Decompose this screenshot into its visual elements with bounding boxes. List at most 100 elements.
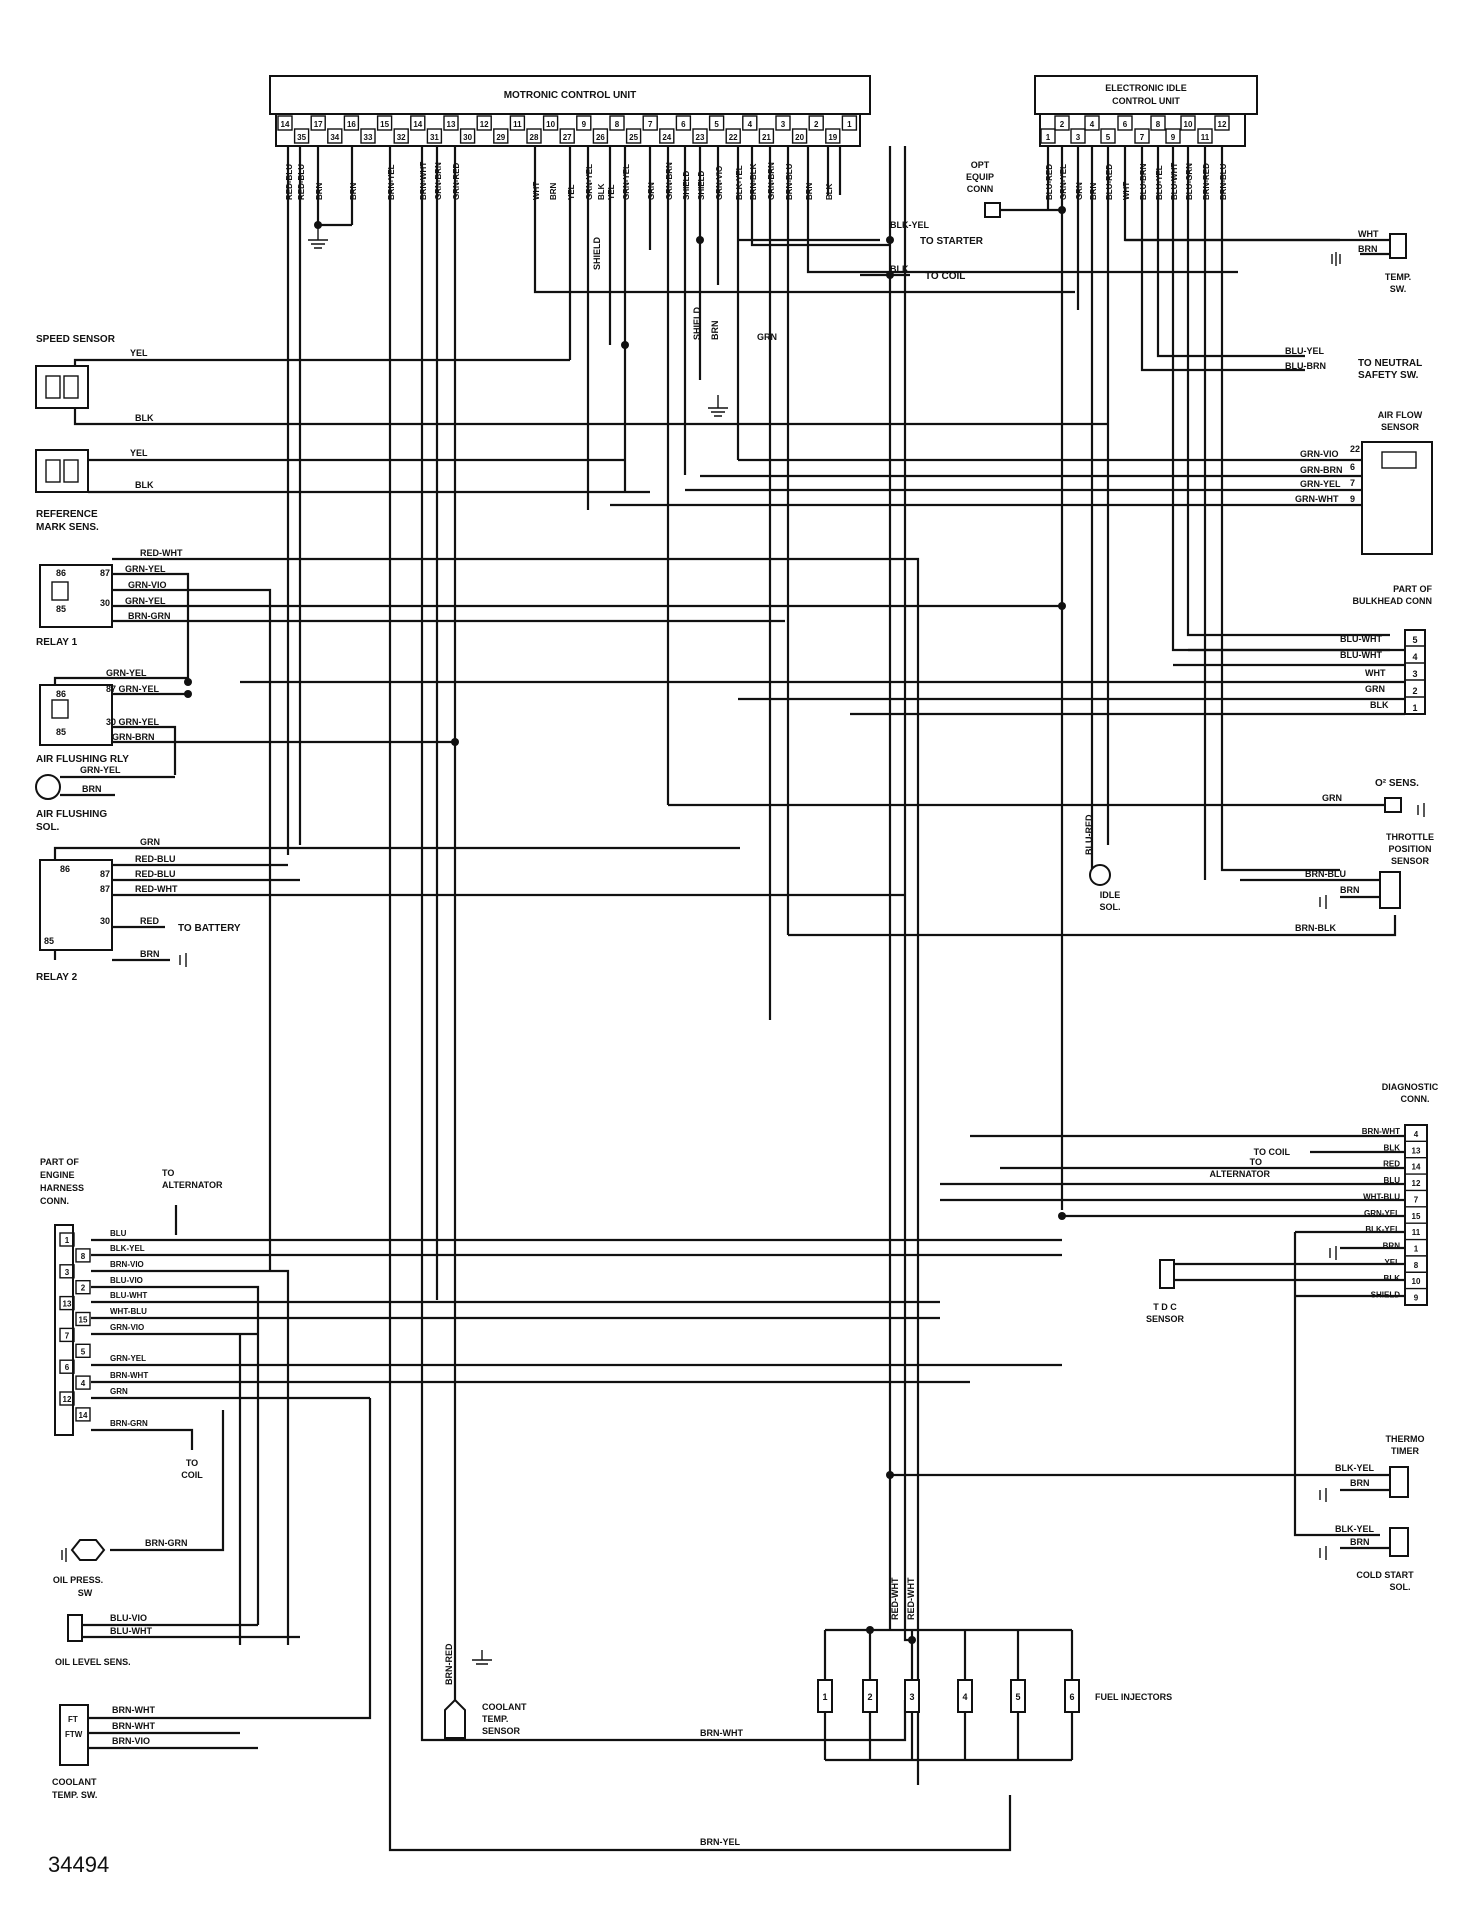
- speed-yel: YEL: [130, 348, 148, 358]
- opt-equip-label-2: EQUIP: [966, 172, 994, 182]
- idle-pin-box: [1040, 128, 1056, 144]
- ecu-pin-number: 8: [615, 120, 620, 129]
- temp-sw-wht: WHT: [1358, 229, 1379, 239]
- ecu-pin-number: 16: [347, 120, 356, 129]
- ecu-pin-number: 33: [364, 133, 373, 142]
- thermo-timer: THERMO TIMER BLK-YEL BRN: [890, 1434, 1425, 1498]
- thermo-label-2: TIMER: [1391, 1446, 1419, 1456]
- diag-pin-number: 11: [1412, 1228, 1421, 1237]
- idle-wire-label: BLU-RED: [1045, 164, 1054, 200]
- ecu-wire-label: SHIELD: [697, 170, 706, 200]
- relay1-wire-3: GRN-VIO: [128, 580, 167, 590]
- bulkhead-wire-4: GRN: [1365, 684, 1385, 694]
- relay1-label: RELAY 1: [36, 637, 78, 648]
- ecu-pin-number: 24: [662, 133, 671, 142]
- shield-label-2: SHIELD: [692, 306, 702, 340]
- ecu-pin-number: 2: [814, 120, 819, 129]
- air-flow-pin-3: 7: [1350, 478, 1355, 488]
- relay1-wire-2: GRN-YEL: [125, 564, 166, 574]
- idle-pin-box: [1070, 128, 1086, 144]
- bulkhead-wire-3: WHT: [1365, 668, 1386, 678]
- air-flow-sensor: AIR FLOW SENSOR GRN-VIO GRN-BRN GRN-YEL …: [610, 410, 1433, 555]
- temp-sw-label-2: SW.: [1390, 284, 1407, 294]
- relay2-wire-4: RED-WHT: [135, 884, 178, 894]
- harness-wire-label: WHT-BLU: [110, 1307, 147, 1316]
- diag-wire-label: GRN-YEL: [1364, 1209, 1400, 1218]
- ecu-pin-box: [592, 128, 609, 144]
- oil-level-sensor: BLU-VIO BLU-WHT OIL LEVEL SENS.: [55, 1613, 300, 1667]
- ecu-pin-number: 10: [546, 120, 555, 129]
- idle-pin-number: 7: [1140, 133, 1145, 142]
- bulkhead-pin-4: 4: [1412, 652, 1417, 662]
- brn-mid-label: BRN: [710, 321, 720, 341]
- ecu-pin-number: 31: [430, 133, 439, 142]
- cold-start-label-2: SOL.: [1389, 1582, 1410, 1592]
- ecu-pin-number: 1: [847, 120, 852, 129]
- o2-wire: GRN: [1322, 793, 1342, 803]
- idle-pin-number: 4: [1090, 120, 1095, 129]
- bulkhead-pin-5: 5: [1412, 635, 1417, 645]
- ecu-pin-box: [841, 115, 858, 131]
- ecu-pin-box: [443, 115, 459, 131]
- speed-sensor: SPEED SENSOR YEL BLK: [35, 334, 1108, 426]
- tdc-sensor: T D C SENSOR: [1146, 1259, 1185, 1324]
- ecu-pin-number: 4: [748, 120, 753, 129]
- diagnostic-rows: 4BRN-WHT13BLK14RED12BLU7WHT-BLU15GRN-YEL…: [1362, 1127, 1427, 1303]
- harness-pin-number: 1: [65, 1236, 70, 1245]
- idle-pin-number: 10: [1184, 120, 1193, 129]
- afr-wire-3: 30 GRN-YEL: [106, 717, 160, 727]
- harness-label-3: HARNESS: [40, 1183, 84, 1193]
- ecu-wire-label: BLK-YEL: [735, 165, 744, 200]
- engine-harness-connector: PART OF ENGINE HARNESS CONN. TO ALTERNAT…: [40, 1157, 1062, 1645]
- harness-pin-number: 14: [79, 1411, 88, 1420]
- ecu-pin-box: [659, 128, 675, 144]
- relay2-label: RELAY 2: [36, 972, 78, 983]
- harness-wire-label: BLU-WHT: [110, 1291, 147, 1300]
- ecu-pin-number: 20: [795, 133, 804, 142]
- ecu-pin-number: 34: [330, 133, 339, 142]
- injector-number: 2: [867, 1692, 872, 1702]
- harness-pin-box: [75, 1375, 91, 1390]
- idle-pin-box: [1084, 115, 1100, 131]
- idle-wire-label: GRN: [1075, 182, 1084, 200]
- tps-label-1: THROTTLE: [1386, 832, 1434, 842]
- motronic-control-unit: MOTRONIC CONTROL UNIT 143517341633153214…: [269, 75, 871, 200]
- ecu-pin-number: 27: [563, 133, 572, 142]
- oil-level-wire-2: BLU-WHT: [110, 1626, 152, 1636]
- diagnostic-connector: DIAGNOSTIC CONN. 4BRN-WHT13BLK14RED12BLU…: [940, 1082, 1439, 1537]
- o2-sensor: GRN O² SENS.: [668, 778, 1419, 813]
- relay1-wire-1: RED-WHT: [140, 548, 183, 558]
- ecu-pin-number: 14: [413, 120, 422, 129]
- ecu-wire-label: BLK: [597, 183, 606, 200]
- ecu-pin-box: [559, 128, 575, 144]
- reference-mark-sensor: YEL BLK REFERENCE MARK SENS.: [35, 448, 650, 533]
- bulkhead-label-1: PART OF: [1393, 584, 1432, 594]
- ecu-wire-label: GRN-YEL: [585, 164, 594, 200]
- diag-pin-number: 4: [1414, 1130, 1419, 1139]
- ecu-pin-box: [343, 115, 360, 131]
- harness-pin-box: [75, 1311, 91, 1327]
- cts-wire-3: BRN-VIO: [112, 1736, 150, 1746]
- figure-number: 34494: [48, 1852, 110, 1877]
- to-starter-label: TO STARTER: [920, 236, 984, 247]
- idle-sol-blu-red: BLU-RED: [1084, 814, 1094, 855]
- idle-pin-number: 2: [1060, 120, 1065, 129]
- idle-pin-number: 1: [1046, 133, 1051, 142]
- idle-pin-number: 12: [1218, 120, 1227, 129]
- afs-wire-2: BRN: [82, 784, 102, 794]
- harness-rows: 1832131575641214BLUBLK-YELBRN-VIOBLU-VIO…: [59, 1229, 148, 1428]
- harness-pin-box: [75, 1407, 91, 1422]
- tps-wire-3: BRN-BLK: [1295, 923, 1336, 933]
- relay1-pin-87: 87: [100, 568, 110, 578]
- o2-label: O² SENS.: [1375, 778, 1419, 789]
- harness-wire-label: BRN-VIO: [110, 1260, 144, 1269]
- speed-sensor-label: SPEED SENSOR: [36, 334, 116, 345]
- afr-wire-1: GRN-YEL: [106, 668, 147, 678]
- idle-pin-box: [1150, 115, 1166, 131]
- ecu-wire-label: GRN-RED: [452, 162, 461, 200]
- ecu-pin-number: 21: [762, 133, 771, 142]
- relay2-pin-87a: 87: [100, 869, 110, 879]
- coolant-sensor-label-3: SENSOR: [482, 1726, 521, 1736]
- ecu-pin-number: 3: [781, 120, 786, 129]
